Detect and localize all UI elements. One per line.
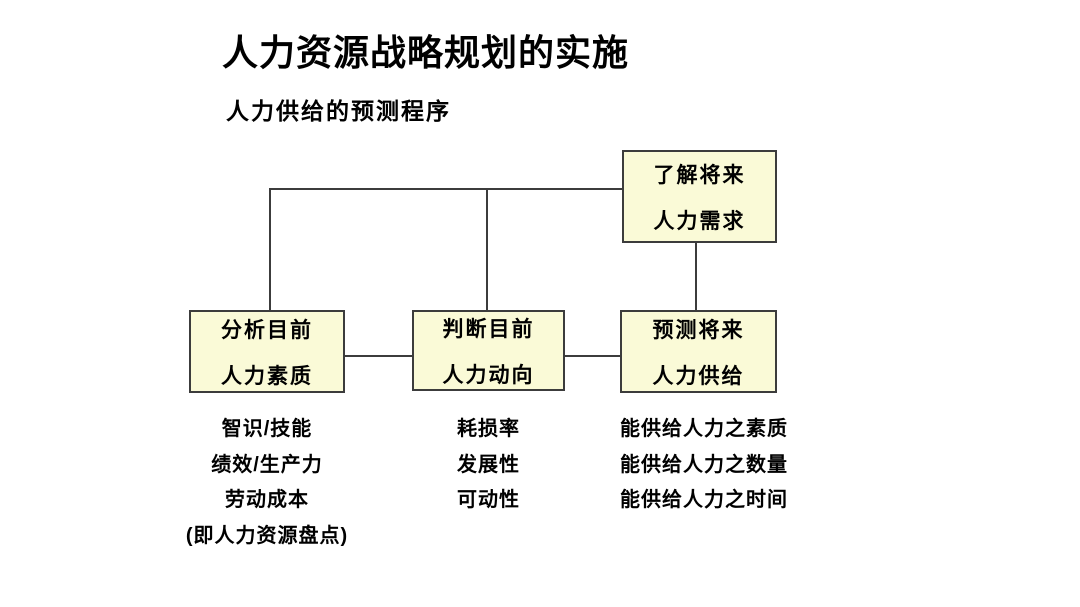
note-item: 能供给人力之素质 xyxy=(620,418,788,440)
connector-current-trend-to-future-supply xyxy=(565,355,620,357)
page-title: 人力资源战略规划的实施 xyxy=(222,32,630,73)
notes-current-trend: 耗损率 发展性 可动性 xyxy=(410,412,567,519)
note-item: 可动性 xyxy=(457,489,520,511)
note-item: 能供给人力之时间 xyxy=(620,489,788,511)
box-future-demand-line2: 人力需求 xyxy=(653,209,746,233)
box-current-trend-line2: 人力动向 xyxy=(442,363,535,387)
box-current-trend: 判断目前 人力动向 xyxy=(412,310,565,391)
connector-bus-to-current-trend xyxy=(486,188,488,310)
note-item: 劳动成本 xyxy=(225,489,309,511)
note-item: 能供给人力之数量 xyxy=(620,453,788,476)
connector-current-quality-to-current-trend xyxy=(345,355,412,357)
box-future-demand-line1: 了解将来 xyxy=(653,163,746,187)
note-item: 智识/技能 xyxy=(221,418,313,440)
slide-subtitle: 人力供给的预测程序 xyxy=(226,98,451,124)
connector-future-demand-to-future-supply xyxy=(695,243,697,310)
box-current-trend-line1: 判断目前 xyxy=(442,317,535,341)
box-current-quality: 分析目前 人力素质 xyxy=(189,310,345,393)
note-item: 绩效/生产力 xyxy=(211,453,323,476)
box-current-quality-line1: 分析目前 xyxy=(221,318,313,342)
box-future-demand: 了解将来 人力需求 xyxy=(622,150,777,243)
connector-top-horizontal-bus xyxy=(269,188,622,190)
box-current-quality-line2: 人力素质 xyxy=(221,364,313,388)
box-future-supply-line1: 预测将来 xyxy=(652,318,745,342)
note-item: 发展性 xyxy=(457,453,520,476)
note-item: (即人力资源盘点) xyxy=(185,524,349,547)
connector-bus-to-current-quality xyxy=(269,188,271,310)
note-item: 耗损率 xyxy=(457,418,520,440)
box-future-supply-line2: 人力供给 xyxy=(652,364,745,388)
box-future-supply: 预测将来 人力供给 xyxy=(620,310,777,393)
notes-current-quality: 智识/技能 绩效/生产力 劳动成本 (即人力资源盘点) xyxy=(167,412,367,554)
notes-future-supply: 能供给人力之素质 能供给人力之数量 能供给人力之时间 xyxy=(620,412,850,519)
